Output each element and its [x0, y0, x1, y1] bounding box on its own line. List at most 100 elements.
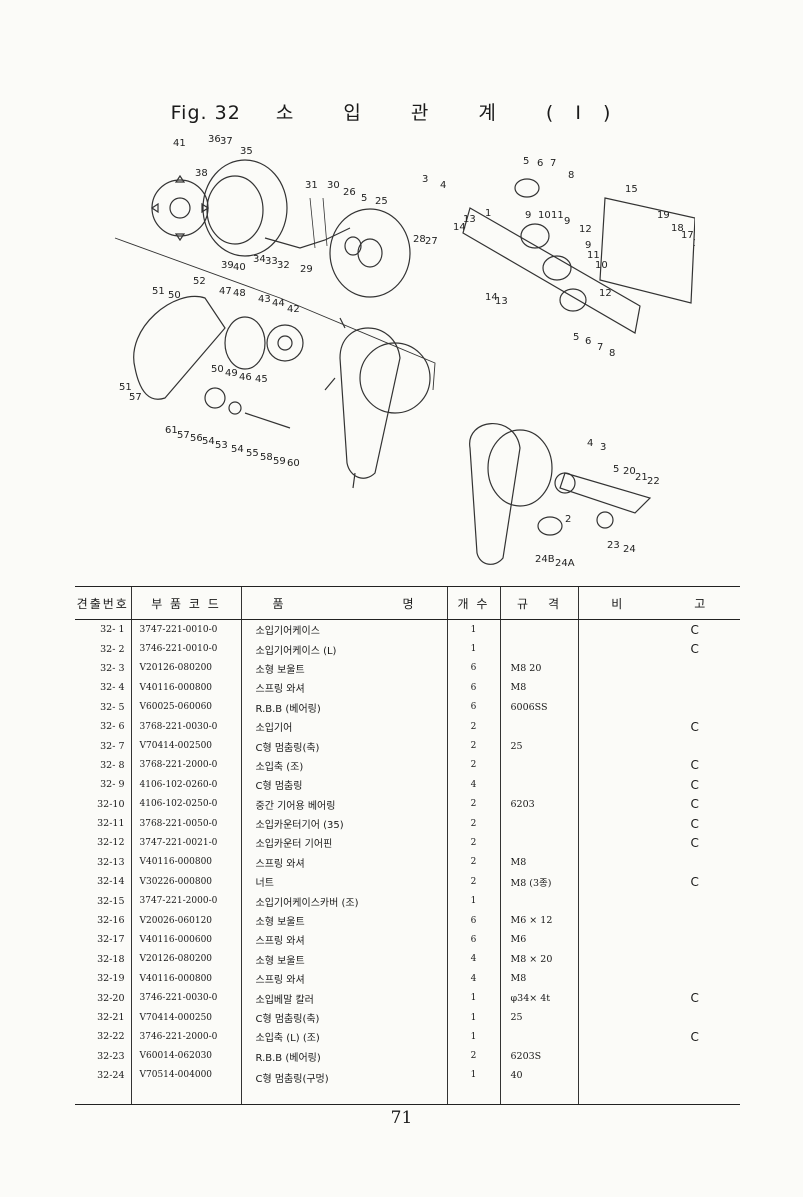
- ref-no-cell: 32- 1: [100, 624, 125, 636]
- remarks-cell: C: [577, 716, 740, 737]
- part-callout-label: 7: [597, 342, 603, 353]
- ref-no-cell: 32-20: [97, 992, 125, 1004]
- qty-cell: 2: [446, 872, 500, 892]
- part-code-cell: V40116-000800: [130, 678, 241, 698]
- part-callout-label: 31: [305, 180, 318, 191]
- part-callout-label: 44: [272, 298, 285, 309]
- ref-no-cell: 32- 4: [100, 682, 125, 694]
- gear-case-frame: [462, 207, 641, 334]
- part-callout-label: 10: [595, 260, 608, 271]
- qty-cell: 4: [446, 969, 500, 989]
- part-callout-label: 4: [587, 438, 593, 449]
- part-callout-label: 20: [623, 466, 636, 477]
- col-header-part-code: 부 품 코 드: [130, 586, 241, 620]
- part-callout-label: 14: [453, 222, 466, 233]
- part-callout-label: 11: [587, 250, 600, 261]
- qty-cell: 4: [446, 949, 500, 970]
- part-name-cell: 소형 보울트: [240, 910, 447, 931]
- part-callout-label: 19: [657, 210, 670, 221]
- part-name-cell: C형 멈춤링(구멍): [240, 1065, 447, 1104]
- part-callout-label: 4: [440, 180, 446, 191]
- part-callout-label: 40: [233, 262, 246, 273]
- ref-no-cell: 32- 2: [100, 643, 125, 655]
- remarks-cell: [577, 891, 740, 911]
- part-callout-label: 9: [525, 210, 531, 221]
- part-name-cell: 소입기어케이스 (L): [240, 639, 447, 659]
- part-callout-label: 23: [607, 540, 620, 551]
- part-callout-label: 5: [573, 332, 579, 343]
- part-code-cell: V30226-000800: [130, 872, 241, 892]
- drum-35: [202, 159, 288, 257]
- part-code-cell: V70514-004000: [130, 1065, 241, 1104]
- part-callout-label: 35: [240, 146, 253, 157]
- qty-cell: 6: [446, 910, 500, 931]
- part-code-cell: V20026-060120: [130, 910, 241, 931]
- remarks-cell: C: [577, 775, 740, 795]
- part-callout-label: 36: [208, 134, 221, 145]
- part-callout-label: 3: [422, 174, 428, 185]
- part-callout-label: 14: [485, 292, 498, 303]
- part-callout-label: 42: [287, 304, 300, 315]
- qty-cell: 4: [446, 775, 500, 795]
- spec-cell: [499, 813, 578, 834]
- spec-cell: M8: [499, 678, 578, 698]
- qty-cell: 1: [446, 1027, 500, 1047]
- remarks-cell: [577, 658, 740, 679]
- part-code-cell: V60025-060060: [130, 697, 241, 717]
- part-callout-label: 5: [361, 193, 367, 204]
- part-callout-label: 24: [623, 544, 636, 555]
- part-callout-label: 61: [165, 425, 178, 436]
- remarks-cell: [577, 1065, 740, 1104]
- remarks-cell: [577, 930, 740, 950]
- part-code-cell: 3746-221-2000-0: [130, 1027, 241, 1047]
- qty-cell: 2: [446, 736, 500, 756]
- ref-no-cell: 32- 5: [100, 701, 125, 713]
- part-callout-label: 43: [258, 294, 271, 305]
- figure-caption: 소 입 관 계 (I): [275, 102, 633, 124]
- part-callout-label: 17: [681, 230, 694, 241]
- part-callout-label: 41: [173, 138, 186, 149]
- part-callout-label: 24A: [555, 558, 575, 569]
- part-callout-label: 37: [220, 136, 233, 147]
- ref-no-cell: 32-24: [97, 1069, 125, 1081]
- figure-number: Fig. 32: [170, 102, 241, 124]
- qty-cell: 1: [446, 988, 500, 1008]
- chain-case-lower: [469, 423, 521, 565]
- table-bottom-rule: [75, 1103, 740, 1105]
- part-name-cell: 소입기어케이스: [240, 619, 447, 640]
- part-code-cell: V40116-000800: [130, 969, 241, 989]
- qty-cell: 1: [446, 1065, 500, 1104]
- part-name-cell: 소형 보울트: [240, 949, 447, 970]
- part-callout-label: 18: [671, 223, 684, 234]
- part-callout-label: 16: [693, 238, 695, 249]
- part-name-cell: 너트: [240, 872, 447, 892]
- part-code-cell: 3768-221-0050-0: [130, 813, 241, 834]
- chain-case-cover: [133, 295, 226, 400]
- remarks-cell: [577, 969, 740, 989]
- part-callout-label: 22: [647, 476, 660, 487]
- part-callout-label: 6: [585, 336, 591, 347]
- part-callout-label: 9: [564, 216, 570, 227]
- remarks-cell: C: [577, 619, 740, 640]
- part-name-cell: C형 멈춤링(축): [240, 736, 447, 756]
- disc-25: [329, 208, 411, 298]
- part-callout-label: 13: [495, 296, 508, 307]
- remarks-cell: [577, 1007, 740, 1028]
- spec-cell: 25: [499, 736, 578, 756]
- remarks-cell: [577, 736, 740, 756]
- part-callout-label: 55: [246, 448, 259, 459]
- spec-cell: [499, 755, 578, 776]
- ref-no-cell: 32- 6: [100, 721, 125, 733]
- spec-cell: M8 20: [499, 658, 578, 679]
- part-name-cell: 스프링 와셔: [240, 852, 447, 873]
